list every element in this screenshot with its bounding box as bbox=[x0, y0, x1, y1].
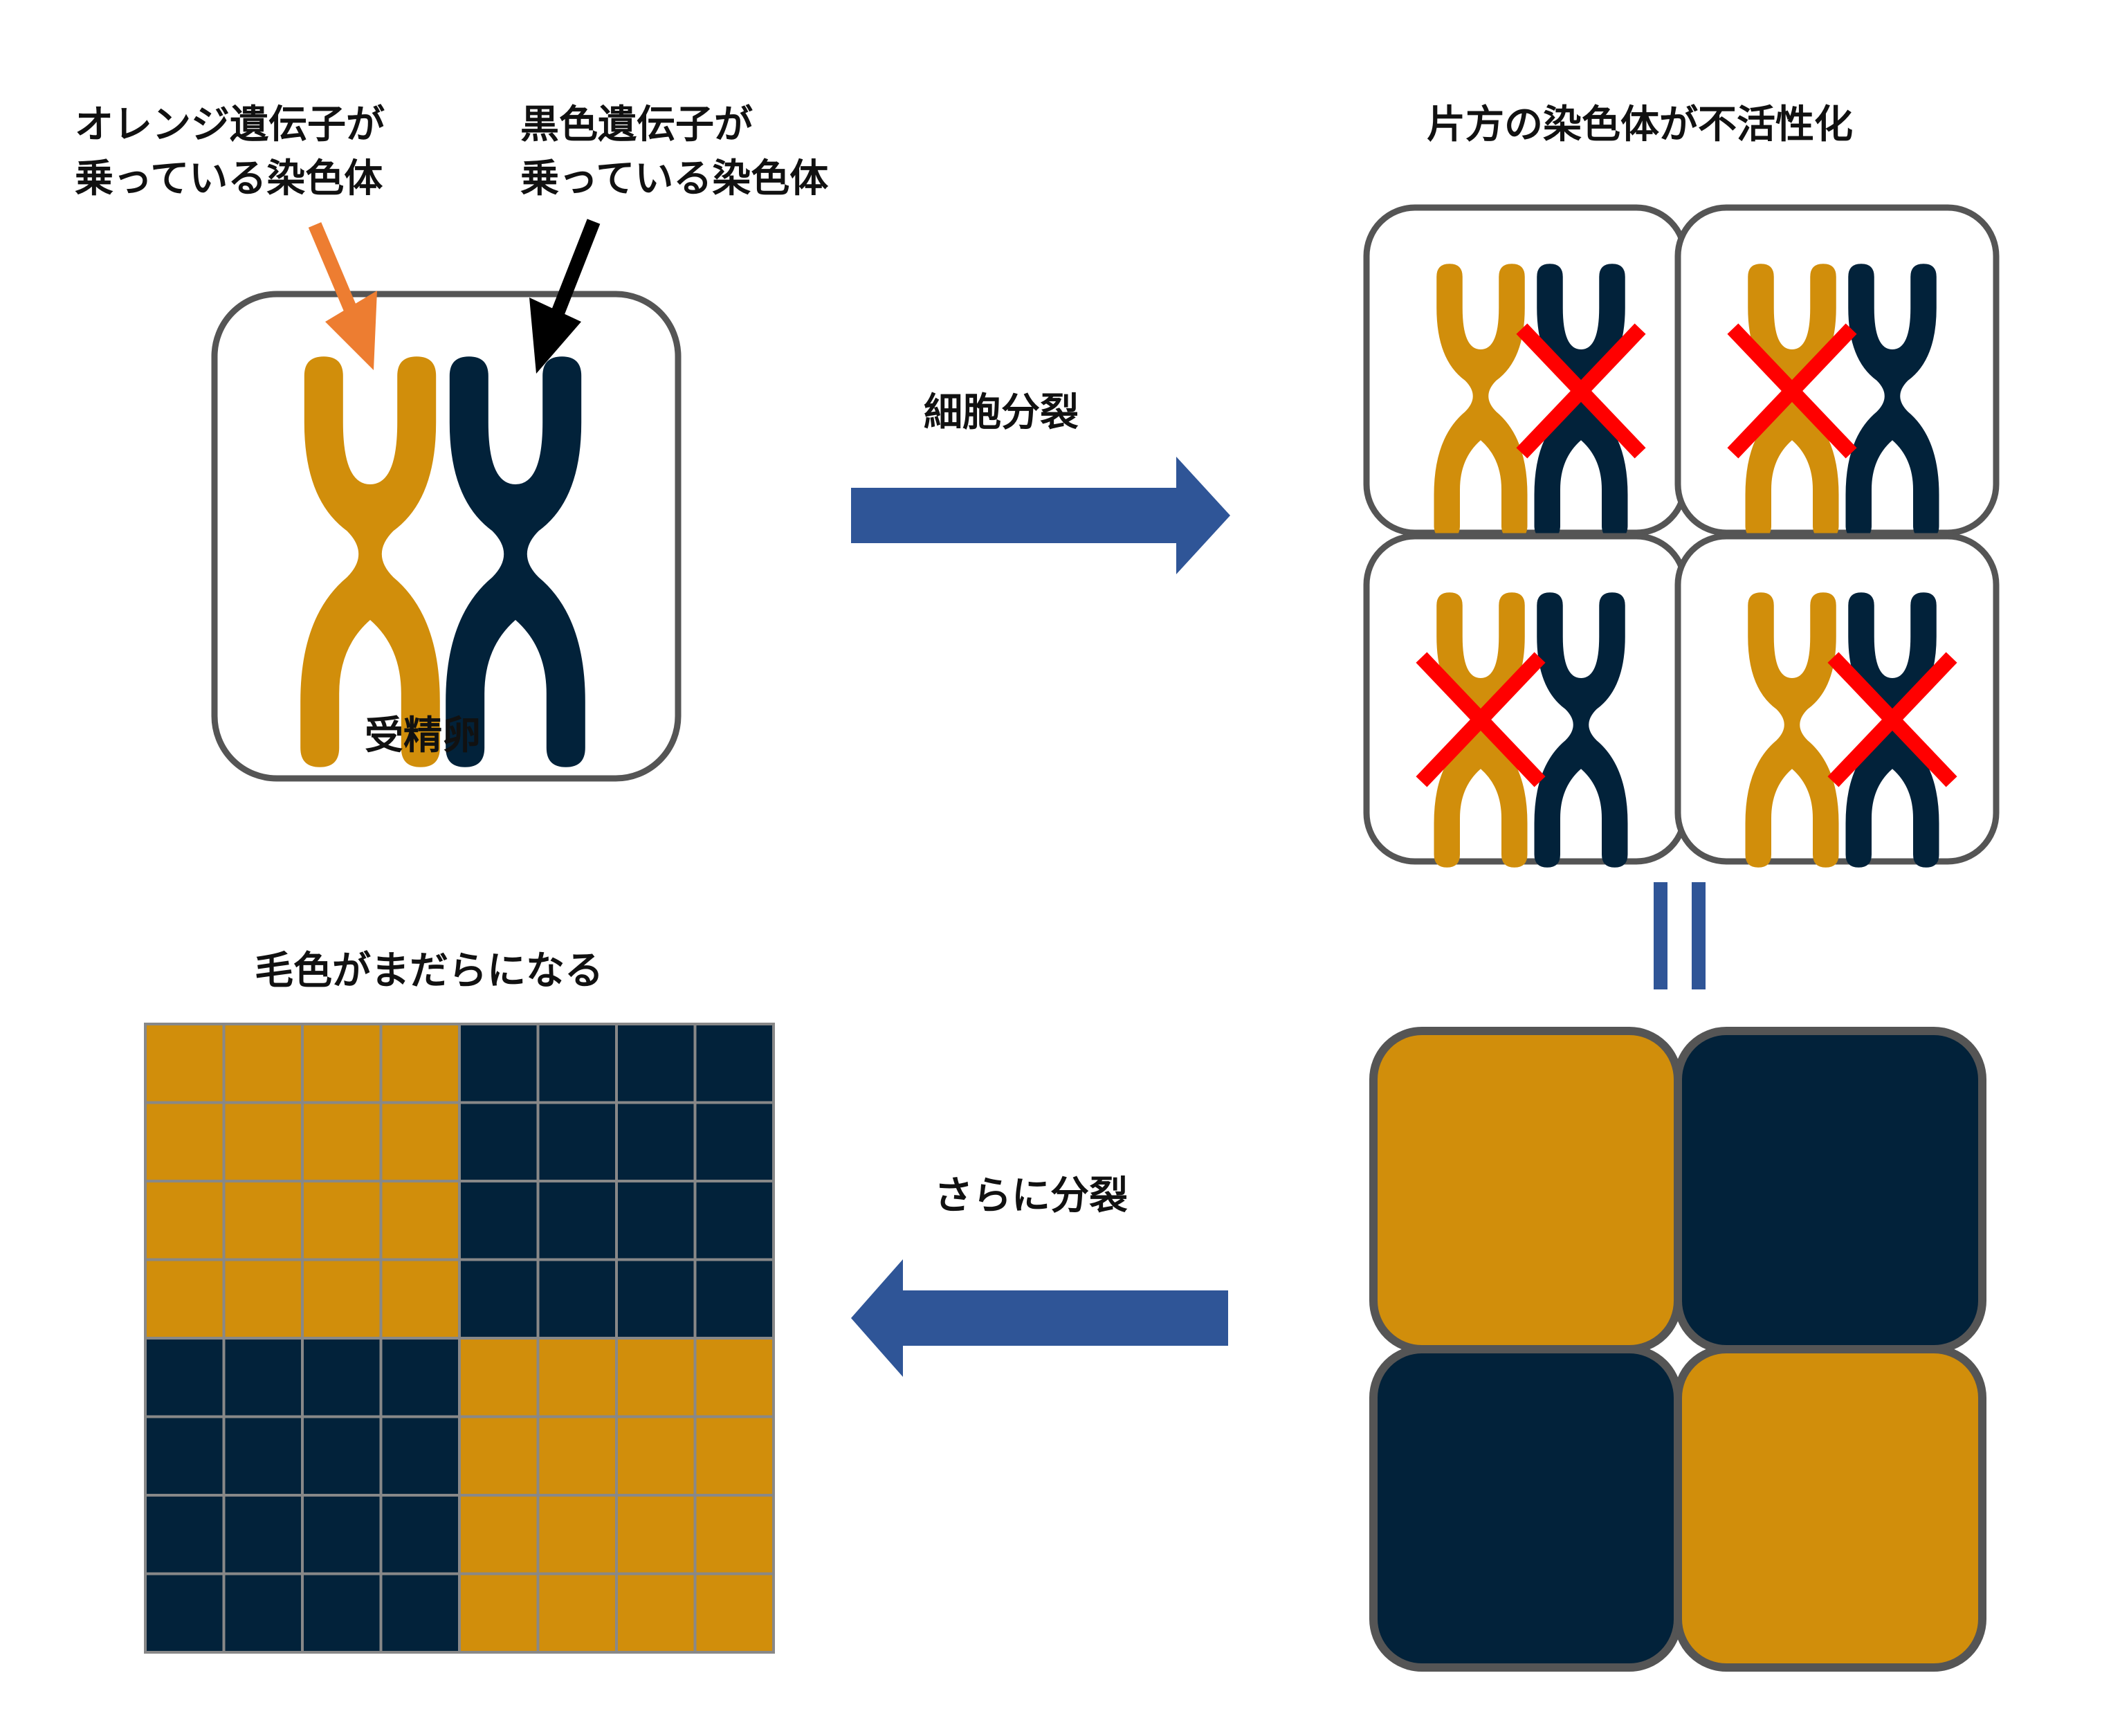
mosaic-cell bbox=[536, 1494, 618, 1575]
mosaic-cell bbox=[379, 1180, 461, 1261]
mosaic-cell bbox=[615, 1337, 697, 1418]
mosaic-cell bbox=[458, 1572, 540, 1654]
mosaic-cell bbox=[379, 1337, 461, 1418]
mosaic-cell bbox=[301, 1337, 383, 1418]
mosaic-cell bbox=[144, 1258, 226, 1340]
mosaic-cell bbox=[536, 1415, 618, 1497]
black-label-line2: 乗っている染色体 bbox=[520, 156, 829, 201]
mosaic-cell bbox=[615, 1023, 697, 1104]
mosaic-cell bbox=[693, 1101, 775, 1182]
mosaic-cell bbox=[144, 1494, 226, 1575]
mosaic-cell bbox=[458, 1101, 540, 1182]
mosaic-cell bbox=[301, 1180, 383, 1261]
cell-bottom-right-inactivation-cross bbox=[1827, 652, 1957, 787]
mosaic-cell bbox=[144, 1101, 226, 1182]
mosaic-cell bbox=[458, 1180, 540, 1261]
mosaic-cell bbox=[693, 1023, 775, 1104]
mosaic-cell bbox=[144, 1572, 226, 1654]
mosaic-cell bbox=[222, 1572, 304, 1654]
expressed-cell-bottom-right bbox=[1674, 1345, 1986, 1672]
mosaic-cell bbox=[615, 1258, 697, 1340]
mosaic-cell bbox=[458, 1494, 540, 1575]
mosaic-cell bbox=[458, 1337, 540, 1418]
mosaic-cell bbox=[379, 1258, 461, 1340]
mosaic-cell bbox=[615, 1572, 697, 1654]
zygote-label: 受精卵 bbox=[365, 713, 481, 758]
mosaic-cell bbox=[615, 1494, 697, 1575]
mosaic-cell bbox=[222, 1258, 304, 1340]
mosaic-cell bbox=[458, 1258, 540, 1340]
mosaic-cell bbox=[693, 1415, 775, 1497]
mosaic-cell bbox=[379, 1415, 461, 1497]
mosaic-cell bbox=[222, 1494, 304, 1575]
mosaic-cell bbox=[144, 1337, 226, 1418]
black-pointer-shaft bbox=[550, 219, 601, 318]
mosaic-cell bbox=[536, 1023, 618, 1104]
mosaic-cell bbox=[222, 1337, 304, 1418]
equals-bar-right bbox=[1692, 882, 1706, 989]
mosaic-cell bbox=[693, 1494, 775, 1575]
mosaic-cell bbox=[536, 1180, 618, 1261]
black-chromosome-label: 黒色遺伝子が 乗っている染色体 bbox=[520, 98, 828, 206]
equals-bar-left bbox=[1654, 882, 1667, 989]
mosaic-cell bbox=[615, 1101, 697, 1182]
mosaic-cell bbox=[615, 1415, 697, 1497]
mottled-coat-title: 毛色がまだらになる bbox=[255, 949, 603, 994]
black-pointer-head bbox=[529, 298, 581, 374]
mosaic-cell bbox=[301, 1258, 383, 1340]
expressed-cell-top-left bbox=[1369, 1027, 1682, 1353]
mosaic-cell bbox=[301, 1023, 383, 1104]
cell-division-label: 細胞分裂 bbox=[924, 390, 1079, 435]
mosaic-cell bbox=[693, 1180, 775, 1261]
orange-pointer-head bbox=[325, 291, 377, 370]
cell-top-right-inactivation-cross bbox=[1727, 323, 1857, 459]
division-arrow bbox=[851, 457, 1230, 574]
black-label-line1: 黒色遺伝子が bbox=[520, 102, 753, 147]
cell-bottom-left-inactivation-cross-stroke-b bbox=[1416, 652, 1546, 787]
cell-top-left-inactivation-cross bbox=[1516, 323, 1646, 459]
orange-chromosome-label: オレンジ遺伝子が 乗っている染色体 bbox=[75, 98, 385, 206]
mosaic-cell bbox=[379, 1494, 461, 1575]
further-division-arrow bbox=[851, 1259, 1228, 1377]
orange-pointer-shaft bbox=[308, 222, 360, 318]
orange-label-line1: オレンジ遺伝子が bbox=[75, 102, 385, 147]
mosaic-cell bbox=[536, 1101, 618, 1182]
mosaic-cell bbox=[615, 1180, 697, 1261]
mosaic-cell bbox=[379, 1572, 461, 1654]
mosaic-cell bbox=[301, 1494, 383, 1575]
mosaic-cell bbox=[693, 1258, 775, 1340]
mosaic-cell bbox=[458, 1023, 540, 1104]
inactivation-title: 片方の染色体が不活性化 bbox=[1427, 102, 1853, 147]
further-division-label: さらに分裂 bbox=[934, 1173, 1128, 1218]
cell-top-left-inactivation-cross-stroke-b bbox=[1516, 323, 1646, 459]
mosaic-cell bbox=[301, 1572, 383, 1654]
mosaic-cell bbox=[144, 1180, 226, 1261]
mosaic-cell bbox=[144, 1415, 226, 1497]
mosaic-cell bbox=[222, 1023, 304, 1104]
mosaic-cell bbox=[222, 1180, 304, 1261]
mosaic-cell bbox=[144, 1023, 226, 1104]
cell-bottom-right-inactivation-cross-stroke-b bbox=[1827, 652, 1957, 787]
mosaic-cell bbox=[379, 1023, 461, 1104]
expressed-cell-top-right bbox=[1674, 1027, 1986, 1353]
mosaic-cell bbox=[536, 1337, 618, 1418]
mosaic-cell bbox=[693, 1572, 775, 1654]
mosaic-cell bbox=[536, 1258, 618, 1340]
mosaic-cell bbox=[301, 1101, 383, 1182]
mosaic-cell bbox=[693, 1337, 775, 1418]
mosaic-cell bbox=[222, 1415, 304, 1497]
cell-bottom-left-inactivation-cross bbox=[1416, 652, 1546, 787]
orange-label-line2: 乗っている染色体 bbox=[75, 156, 383, 201]
cell-top-right-inactivation-cross-stroke-b bbox=[1727, 323, 1857, 459]
mosaic-cell bbox=[379, 1101, 461, 1182]
mosaic-cell bbox=[301, 1415, 383, 1497]
mosaic-cell bbox=[458, 1415, 540, 1497]
expressed-cell-bottom-left bbox=[1369, 1345, 1682, 1672]
mosaic-cell bbox=[536, 1572, 618, 1654]
mosaic-cell bbox=[222, 1101, 304, 1182]
